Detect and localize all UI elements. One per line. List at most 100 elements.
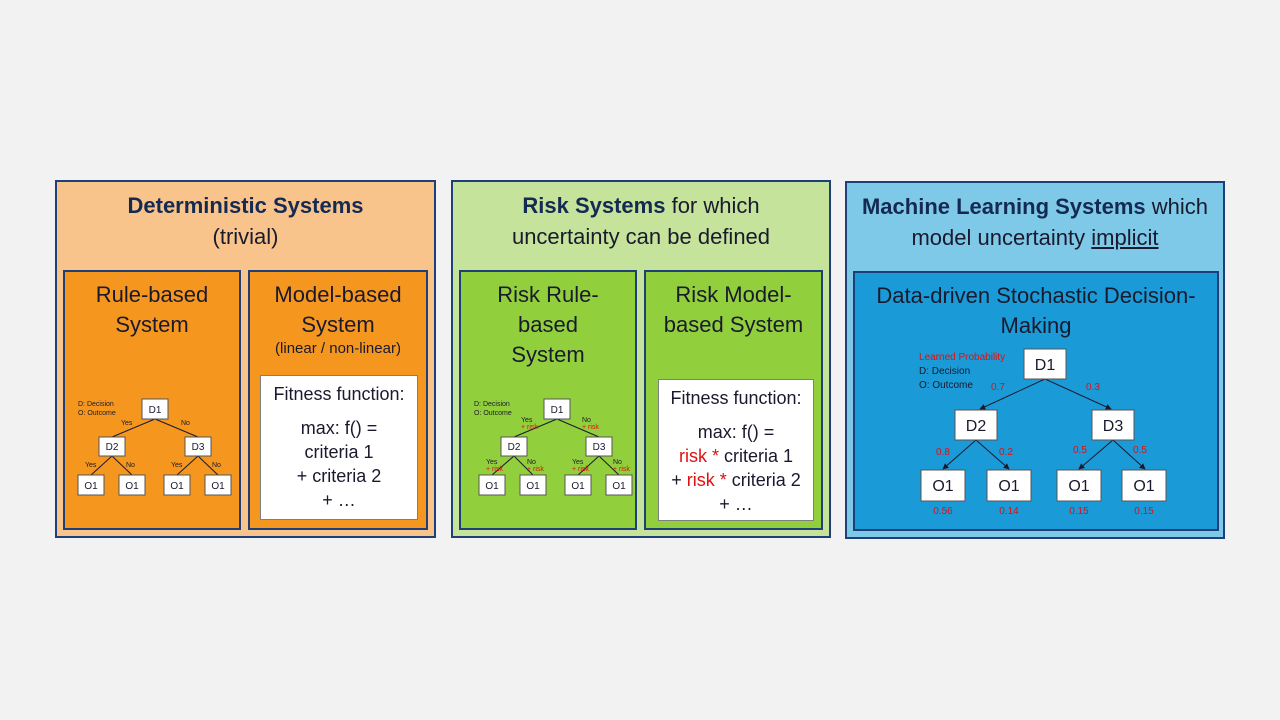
- edge-label: No: [527, 459, 536, 466]
- legend-line: O: Outcome: [474, 410, 512, 417]
- panel-title-rest: for which: [671, 193, 760, 218]
- edge-label: No: [613, 459, 622, 466]
- risk-label: + risk: [572, 466, 589, 473]
- risk-rule-based-system-box: Risk Rule-based System D: Decision O: Ou…: [459, 270, 637, 530]
- outcome-probability: 0.15: [1069, 506, 1089, 517]
- deterministic-systems-panel: Deterministic Systems (trivial) Rule-bas…: [55, 180, 436, 538]
- tree-node: O1: [1068, 478, 1089, 495]
- edge-probability: 0.7: [991, 382, 1005, 393]
- tree-node: D3: [593, 442, 606, 453]
- tree-edges: [491, 418, 620, 476]
- tree-node: D2: [966, 418, 987, 435]
- tree-node: D3: [192, 442, 205, 453]
- panel-title-bold: Risk Systems: [522, 193, 666, 218]
- tree-node: O1: [1133, 478, 1154, 495]
- tree-node: D1: [1035, 357, 1056, 374]
- panel-title-bold: Machine Learning Systems: [861, 194, 1146, 219]
- risk-model-based-system-box: Risk Model-based System Fitness function…: [644, 270, 823, 530]
- tree-node: O1: [211, 481, 225, 492]
- legend-line: D: Decision: [474, 401, 510, 408]
- fitness-line: + risk * criteria 2: [659, 468, 813, 492]
- panel-title: Machine Learning Systems which model unc…: [847, 191, 1223, 253]
- risk-label: + risk: [521, 424, 538, 431]
- rule-based-system-box: Rule-based System D: Decision O: Outcome…: [63, 270, 241, 530]
- legend-line: D: Decision: [78, 401, 114, 408]
- edge-label: Yes: [521, 417, 533, 424]
- fitness-line: criteria 1: [304, 442, 374, 462]
- decision-tree: D: Decision O: Outcome Yes + risk No + r…: [474, 398, 633, 496]
- panel-title-rest: which: [1151, 194, 1209, 219]
- risk-factor: risk *: [678, 446, 719, 466]
- edge-label: No: [181, 420, 190, 427]
- data-driven-decision-box: Data-driven Stochastic Decision-Making L…: [853, 271, 1219, 531]
- tree-nodes: [478, 398, 633, 496]
- sub-title: Rule-based System: [95, 282, 209, 337]
- tree-node: O1: [485, 481, 499, 492]
- edge-probability: 0.5: [1133, 445, 1147, 456]
- edge-label: Yes: [486, 459, 498, 466]
- panel-title-rest: model uncertainty: [911, 225, 1086, 250]
- tree-node: D2: [508, 442, 521, 453]
- edge-label: No: [126, 462, 135, 469]
- tree-edges: [90, 418, 219, 476]
- tree-node: D1: [551, 405, 564, 416]
- panel-title: Deterministic Systems (trivial): [57, 190, 434, 252]
- fitness-function-box: Fitness function: max: f() = risk * crit…: [658, 379, 814, 521]
- tree-node: O1: [612, 481, 626, 492]
- tree-node: O1: [84, 481, 98, 492]
- risk-systems-panel: Risk Systems for which uncertainty can b…: [451, 180, 831, 538]
- sub-title: Model-based System: [274, 282, 402, 337]
- outcome-probability: 0.56: [933, 506, 953, 517]
- tree-node: O1: [170, 481, 184, 492]
- tree-node: O1: [526, 481, 540, 492]
- outcome-probability: 0.15: [1134, 506, 1154, 517]
- tree-node: O1: [571, 481, 585, 492]
- legend-line: D: Decision: [919, 366, 970, 377]
- edge-probability: 0.3: [1086, 382, 1100, 393]
- sub-title: Risk Rule-based System: [497, 282, 599, 367]
- risk-label: + risk: [527, 466, 544, 473]
- fitness-criteria: criteria 2: [731, 470, 801, 490]
- machine-learning-systems-panel: Machine Learning Systems which model unc…: [845, 181, 1225, 539]
- fitness-criteria: criteria 1: [723, 446, 794, 466]
- tree-node: O1: [932, 478, 953, 495]
- stochastic-decision-tree: Learned Probability D: Decision O: Outco…: [919, 348, 1167, 517]
- edge-label: Yes: [171, 462, 183, 469]
- edge-label: Yes: [121, 420, 133, 427]
- tree-node: O1: [998, 478, 1019, 495]
- decision-tree: D: Decision O: Outcome Yes No Yes No Yes…: [77, 398, 232, 496]
- tree-node: D2: [106, 442, 119, 453]
- tree-node: D1: [149, 405, 162, 416]
- outcome-probability: 0.14: [999, 506, 1019, 517]
- tree-node: D3: [1103, 418, 1124, 435]
- fitness-line: + …: [719, 494, 753, 514]
- legend-line: O: Outcome: [919, 380, 973, 391]
- fitness-function-box: Fitness function: max: f() = criteria 1 …: [260, 375, 418, 520]
- panel-title-rest: uncertainty can be defined: [511, 224, 771, 249]
- edge-label: No: [582, 417, 591, 424]
- fitness-title: Fitness function:: [273, 384, 405, 404]
- risk-label: + risk: [613, 466, 630, 473]
- sub-title: Risk Model-based System: [663, 282, 804, 337]
- panel-title-bold: Deterministic Systems: [127, 193, 364, 218]
- edge-probability: 0.8: [936, 447, 950, 458]
- edge-label: No: [212, 462, 221, 469]
- fitness-line: max: f() =: [300, 418, 378, 438]
- tree-nodes: [920, 348, 1167, 502]
- fitness-plus: +: [671, 470, 682, 490]
- tree-edges: [942, 378, 1146, 470]
- fitness-title: Fitness function:: [670, 388, 802, 408]
- tree-nodes: [77, 398, 232, 496]
- risk-label: + risk: [582, 424, 599, 431]
- fitness-line: + criteria 2: [296, 466, 382, 486]
- panel-title-underline: implicit: [1091, 225, 1159, 250]
- fitness-line: + …: [322, 490, 356, 510]
- edge-label: Yes: [85, 462, 97, 469]
- edge-probability: 0.2: [999, 447, 1013, 458]
- sub-note: (linear / non-linear): [275, 340, 401, 357]
- tree-node: O1: [125, 481, 139, 492]
- fitness-line: max: f() =: [697, 422, 775, 442]
- panel-title: Risk Systems for which uncertainty can b…: [453, 190, 829, 252]
- sub-title: Data-driven Stochastic Decision-Making: [876, 283, 1196, 338]
- panel-title-rest: (trivial): [212, 224, 279, 249]
